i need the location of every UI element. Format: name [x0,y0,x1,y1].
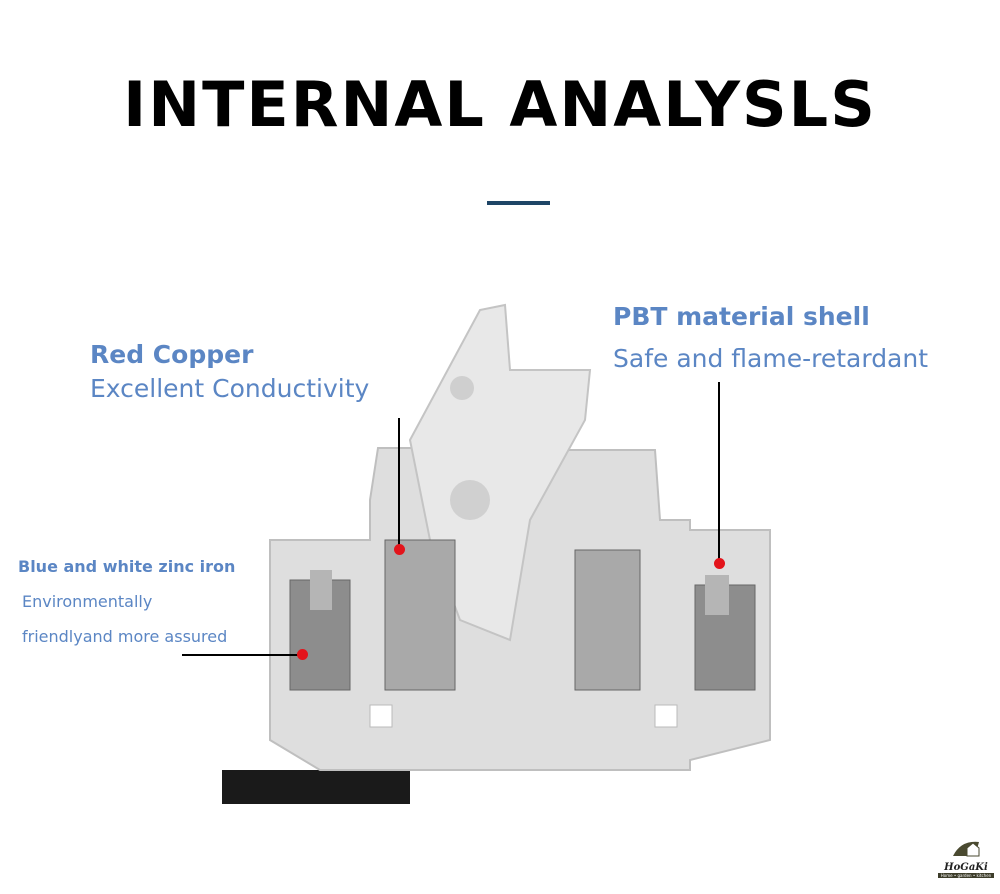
copper-marker [394,544,405,555]
page-title: INTERNAL ANALYSLS [123,68,877,141]
copper-leader-line [398,418,400,548]
left-copper-contact [384,539,456,691]
zinc-marker [297,649,308,660]
zinc-line2: friendlyand more assured [22,627,228,646]
logo-name: HoGaKi [944,862,988,873]
copper-heading: Red Copper [90,340,254,369]
shell-text: Safe and flame-retardant [613,344,929,373]
title-divider [487,201,550,205]
shell-leader-line [718,382,720,562]
din-clip [222,770,410,804]
logo-tagline: Home • garden • kitchen [938,873,994,878]
copper-text: Excellent Conductivity [90,374,370,403]
house-leaf-icon [953,841,980,857]
brand-logo: HoGaKi Home • garden • kitchen [938,838,994,878]
zinc-line1: Environmentally [22,592,153,611]
zinc-leader-line [182,654,302,656]
right-copper-contact [574,549,641,691]
shell-heading: PBT material shell [613,302,870,331]
shell-marker [714,558,725,569]
zinc-heading: Blue and white zinc iron [18,557,236,576]
